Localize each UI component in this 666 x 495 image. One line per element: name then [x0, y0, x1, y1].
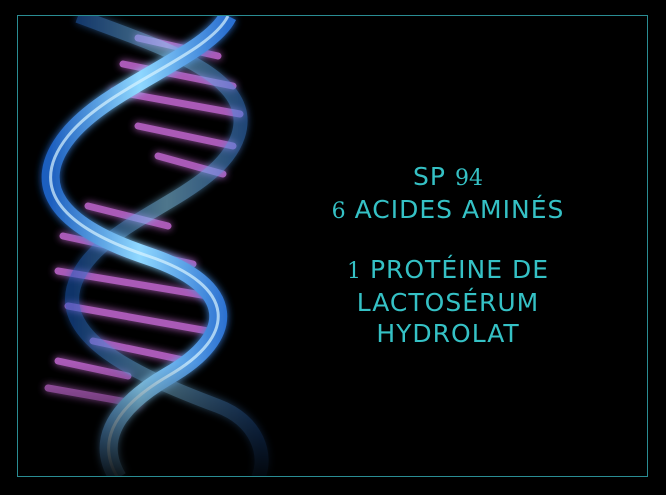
title-line-amino-acids: 6 ACIDES AMINÉS [268, 194, 628, 227]
protein-count: 1 [346, 259, 361, 284]
product-number: 94 [454, 166, 483, 191]
whey-label: LACTOSÉRUM [356, 288, 540, 317]
product-code: SP [413, 162, 446, 191]
title-line-product-name: SP 94 [268, 161, 628, 194]
protein-label: PROTÉINE DE [369, 255, 549, 284]
title-line-hydrolysate: HYDROLAT [268, 318, 628, 349]
title-line-whey: LACTOSÉRUM [268, 287, 628, 318]
poster-frame: SP 94 6 ACIDES AMINÉS 1 PROTÉINE DE LACT… [17, 15, 648, 477]
title-line-protein: 1 PROTÉINE DE [268, 254, 628, 287]
dna-helix-illustration [18, 16, 278, 476]
amino-acid-label: ACIDES AMINÉS [354, 195, 565, 224]
hydrolysate-label: HYDROLAT [376, 319, 520, 348]
product-title-block: SP 94 6 ACIDES AMINÉS 1 PROTÉINE DE LACT… [268, 161, 628, 349]
amino-acid-count: 6 [331, 199, 346, 224]
